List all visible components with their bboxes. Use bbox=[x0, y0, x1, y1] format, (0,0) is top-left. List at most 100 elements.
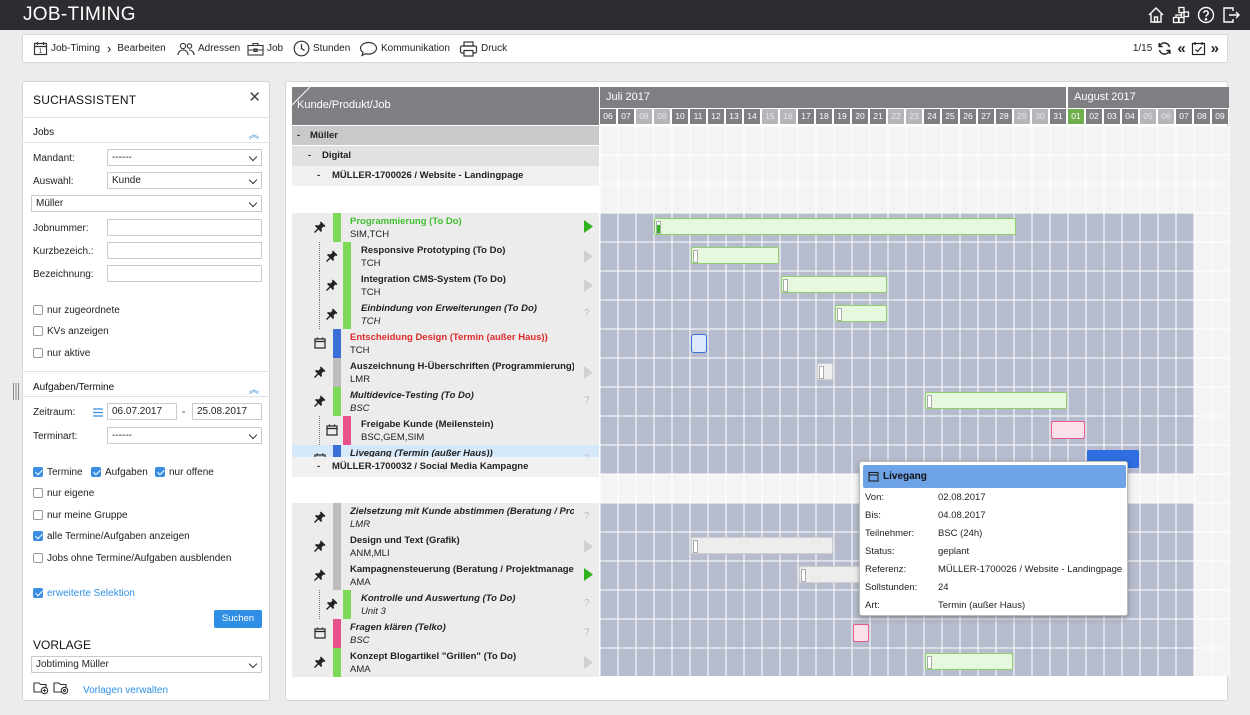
task-row[interactable]: Kampagnensteuerung (Beratung / Projektma… bbox=[292, 561, 599, 590]
task-row[interactable]: Programmierung (To Do)SIM,TCH bbox=[292, 213, 599, 242]
task-row[interactable]: Konzept Blogartikel "Grillen" (To Do)AMA bbox=[292, 648, 599, 677]
kunde-select[interactable]: Müller bbox=[31, 195, 262, 212]
task-bar[interactable] bbox=[654, 218, 1016, 235]
search-button[interactable]: Suchen bbox=[214, 610, 262, 628]
last-page-icon[interactable]: » bbox=[1210, 40, 1219, 57]
task-bar-inactive[interactable] bbox=[817, 363, 833, 380]
auswahl-select[interactable]: Kunde bbox=[107, 172, 262, 189]
unknown-status-icon[interactable]: ? bbox=[584, 511, 590, 522]
task-name[interactable]: Multidevice-Testing (To Do) bbox=[350, 390, 474, 401]
checkbox-aktive[interactable] bbox=[33, 348, 43, 358]
play-icon[interactable] bbox=[584, 656, 594, 669]
pin-icon[interactable] bbox=[314, 569, 326, 581]
task-name[interactable]: Integration CMS-System (To Do) bbox=[361, 274, 506, 285]
pin-icon[interactable] bbox=[314, 540, 326, 552]
task-row[interactable]: Zielsetzung mit Kunde abstimmen (Beratun… bbox=[292, 503, 599, 532]
pin-icon[interactable] bbox=[314, 366, 326, 378]
pin-icon[interactable] bbox=[314, 511, 326, 523]
task-row[interactable]: Entscheidung Design (Termin (außer Haus)… bbox=[292, 329, 599, 358]
milestone-marker[interactable] bbox=[1051, 421, 1085, 439]
resize-grip-icon[interactable] bbox=[12, 383, 20, 400]
task-name[interactable]: Zielsetzung mit Kunde abstimmen (Beratun… bbox=[350, 506, 574, 517]
vorlagen-link[interactable]: Vorlagen verwalten bbox=[83, 685, 169, 696]
first-page-icon[interactable]: « bbox=[1177, 40, 1186, 57]
toggle-icon[interactable]: - bbox=[317, 170, 321, 181]
kurzbezeich-input[interactable] bbox=[107, 242, 262, 259]
pin-icon[interactable] bbox=[314, 221, 326, 233]
task-name[interactable]: Fragen klären (Telko) bbox=[350, 622, 446, 633]
play-icon[interactable] bbox=[584, 220, 594, 233]
unknown-status-icon[interactable]: ? bbox=[584, 308, 590, 319]
jobnummer-input[interactable] bbox=[107, 219, 262, 236]
task-name[interactable]: Livegang (Termin (außer Haus)) bbox=[350, 448, 493, 459]
toolbar-job-timing[interactable]: 1 Job-Timing bbox=[33, 35, 100, 62]
checkbox-kvs[interactable] bbox=[33, 326, 43, 336]
folder-settings-icon[interactable] bbox=[53, 680, 69, 695]
checkbox-gruppe[interactable] bbox=[33, 510, 43, 520]
play-icon[interactable] bbox=[584, 366, 594, 379]
task-name[interactable]: Kampagnensteuerung (Beratung / Projektma… bbox=[350, 564, 574, 575]
task-name[interactable]: Auszeichnung H-Überschriften (Programmie… bbox=[350, 361, 574, 372]
pin-icon[interactable] bbox=[326, 598, 338, 610]
calendar-icon[interactable] bbox=[326, 424, 338, 436]
task-bar[interactable] bbox=[925, 392, 1067, 409]
group-row[interactable]: -Digital bbox=[292, 146, 599, 166]
play-icon[interactable] bbox=[584, 279, 594, 292]
task-bar[interactable] bbox=[781, 276, 887, 293]
milestone-marker[interactable] bbox=[853, 624, 869, 642]
folder-add-icon[interactable] bbox=[33, 680, 49, 695]
home-icon[interactable] bbox=[1145, 4, 1167, 26]
toggle-icon[interactable]: - bbox=[317, 461, 321, 472]
toggle-icon[interactable]: - bbox=[297, 130, 301, 141]
task-name[interactable]: Programmierung (To Do) bbox=[350, 216, 462, 227]
task-name[interactable]: Entscheidung Design (Termin (außer Haus)… bbox=[350, 332, 548, 343]
task-bar-inactive[interactable] bbox=[691, 537, 833, 554]
toolbar-job[interactable]: Job bbox=[247, 35, 283, 62]
checkbox-alle[interactable] bbox=[33, 531, 43, 541]
job-row[interactable]: -MÜLLER-1700026 / Website - Landingpage bbox=[292, 166, 599, 186]
calendar-icon[interactable] bbox=[314, 337, 326, 349]
calendar-icon[interactable] bbox=[314, 627, 326, 639]
job-name[interactable]: MÜLLER-1700032 / Social Media Kampagne bbox=[332, 461, 529, 472]
vorlage-select[interactable]: Jobtiming Müller bbox=[31, 656, 262, 673]
unknown-status-icon[interactable]: ? bbox=[584, 395, 590, 406]
toggle-icon[interactable]: - bbox=[308, 150, 312, 161]
toolbar-bearbeiten[interactable]: › Bearbeiten bbox=[107, 35, 166, 62]
task-bar[interactable] bbox=[691, 247, 779, 264]
checkbox-zugeordnete[interactable] bbox=[33, 305, 43, 315]
task-row[interactable]: Auszeichnung H-Überschriften (Programmie… bbox=[292, 358, 599, 387]
task-row[interactable]: Design und Text (Grafik)ANM,MLI bbox=[292, 532, 599, 561]
task-row[interactable]: Fragen klären (Telko)BSC? bbox=[292, 619, 599, 648]
checkbox-termine[interactable] bbox=[33, 467, 43, 477]
unknown-status-icon[interactable]: ? bbox=[584, 598, 590, 609]
refresh-icon[interactable] bbox=[1157, 41, 1172, 56]
collapse-icon[interactable]: ︽ bbox=[249, 130, 259, 141]
task-row[interactable]: Multidevice-Testing (To Do)BSC? bbox=[292, 387, 599, 416]
close-icon[interactable]: ✕ bbox=[248, 89, 261, 106]
appointment-marker[interactable] bbox=[691, 334, 707, 353]
toolbar-adressen[interactable]: Adressen bbox=[177, 35, 240, 62]
task-row[interactable]: Freigabe Kunde (Meilenstein)BSC,GEM,SIM bbox=[292, 416, 599, 445]
task-row[interactable]: Responsive Prototyping (To Do)TCH bbox=[292, 242, 599, 271]
checklist-icon[interactable] bbox=[1191, 41, 1206, 56]
play-icon[interactable] bbox=[584, 568, 594, 581]
terminart-select[interactable]: ------ bbox=[107, 427, 262, 444]
play-icon[interactable] bbox=[584, 540, 594, 553]
task-name[interactable]: Kontrolle und Auswertung (To Do) bbox=[361, 593, 516, 604]
task-bar[interactable] bbox=[925, 653, 1013, 670]
pin-icon[interactable] bbox=[314, 395, 326, 407]
play-icon[interactable] bbox=[584, 250, 594, 263]
task-name[interactable]: Design und Text (Grafik) bbox=[350, 535, 460, 546]
bezeichnung-input[interactable] bbox=[107, 265, 262, 282]
date-from-input[interactable]: 06.07.2017 bbox=[107, 403, 177, 420]
logout-icon[interactable] bbox=[1220, 4, 1242, 26]
mandant-select[interactable]: ------ bbox=[107, 149, 262, 166]
toolbar-kommunikation[interactable]: Kommunikation bbox=[359, 35, 450, 62]
list-icon[interactable] bbox=[93, 408, 103, 417]
checkbox-erweitert[interactable] bbox=[33, 588, 43, 598]
group-row[interactable]: -Müller bbox=[292, 126, 599, 145]
task-bar[interactable] bbox=[835, 305, 887, 322]
pin-icon[interactable] bbox=[314, 656, 326, 668]
sitemap-icon[interactable] bbox=[1170, 4, 1192, 26]
toolbar-stunden[interactable]: Stunden bbox=[293, 35, 350, 62]
